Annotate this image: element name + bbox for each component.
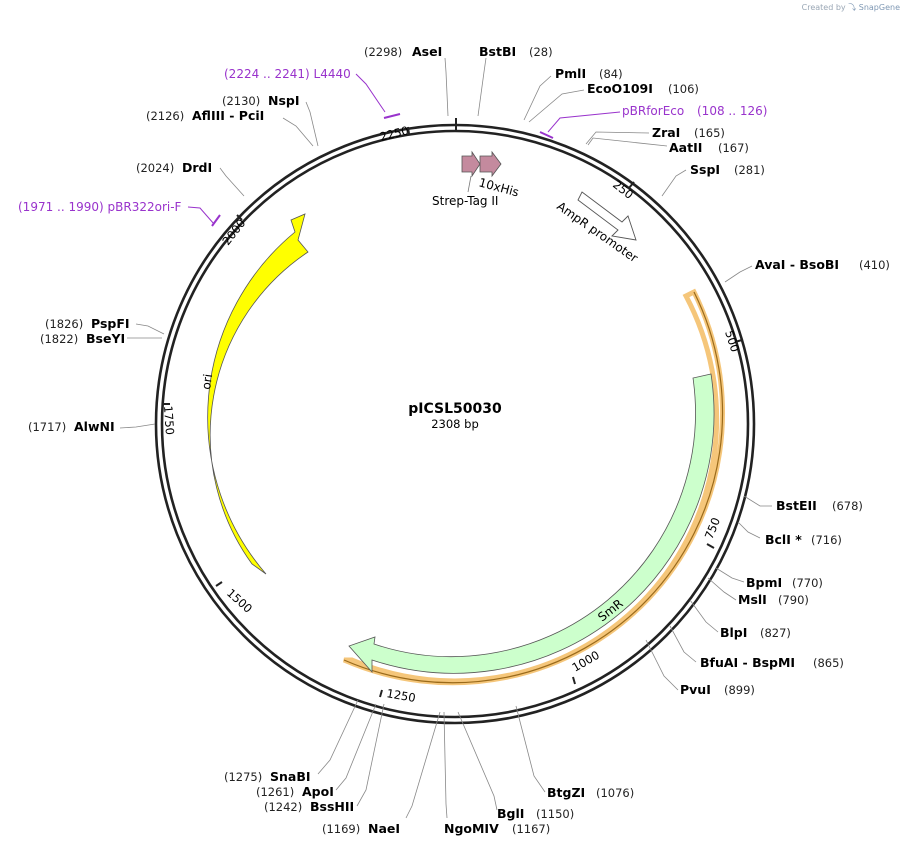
site-bfuai-pos: (865) [813, 656, 844, 670]
primer-pbrforeco-pos: (108 .. 126) [697, 104, 767, 118]
site-bseyi-name[interactable]: BseYI [86, 331, 125, 346]
site-ngomiv-pos: (1167) [512, 822, 550, 836]
smr-feature-arrow[interactable] [348, 373, 715, 674]
primer-l4440-label[interactable]: (2224 .. 2241) L4440 [224, 67, 351, 81]
site-nspi-pos: (2130) [222, 94, 260, 108]
site-bcli-pos: (716) [811, 533, 842, 547]
tick-250: 250 [610, 177, 636, 202]
site-msli-name[interactable]: MslI [738, 592, 767, 607]
site-bsshii-pos: (1242) [264, 800, 302, 814]
strep-tag-arrow[interactable] [461, 150, 481, 178]
pbrforeco-leader [547, 111, 621, 133]
site-bseyi-pos: (1822) [40, 332, 78, 346]
site-bstbi-pos: (28) [529, 45, 553, 59]
site-nspi-name[interactable]: NspI [268, 93, 300, 108]
site-eco0109i-pos: (106) [668, 82, 699, 96]
site-bcli-name[interactable]: BclI * [765, 532, 802, 547]
site-zrai-name[interactable]: ZraI [652, 125, 680, 140]
site-asei-pos: (2298) [364, 45, 402, 59]
site-blpi-name[interactable]: BlpI [720, 625, 747, 640]
site-blpi-pos: (827) [760, 626, 791, 640]
site-bgli-name[interactable]: BglI [497, 806, 524, 821]
snapgene-credit: Created by ⤵ SnapGene [802, 2, 900, 13]
strep-tag-label: Strep-Tag II [432, 194, 498, 208]
strep-leader [467, 175, 472, 193]
site-pvui-name[interactable]: PvuI [680, 682, 711, 697]
site-afliii-name[interactable]: AflIII - PciI [192, 108, 264, 123]
credit-brand: SnapGene [858, 3, 900, 12]
site-zrai-pos: (165) [694, 126, 725, 140]
primer-pbr322ori-label[interactable]: (1971 .. 1990) pBR322ori-F [18, 200, 182, 214]
site-bfuai-name[interactable]: BfuAI - BspMI [700, 655, 795, 670]
tick-750: 750 [702, 516, 723, 542]
site-aatii-pos: (167) [718, 141, 749, 155]
site-bgli-pos: (1150) [536, 807, 574, 821]
site-sspi-pos: (281) [734, 163, 765, 177]
site-ngomiv-name[interactable]: NgoMIV [444, 821, 499, 836]
site-aatii-name[interactable]: AatII [669, 140, 702, 155]
site-bstbi-name[interactable]: BstBI [479, 44, 516, 59]
site-bsteii-name[interactable]: BstEII [776, 498, 817, 513]
ampr-promoter-arrow[interactable] [577, 191, 637, 241]
site-pvui-pos: (899) [724, 683, 755, 697]
site-apoi-pos: (1261) [256, 785, 294, 799]
site-pmli-pos: (84) [599, 67, 623, 81]
his-tag-arrow[interactable] [479, 150, 502, 178]
site-asei-name[interactable]: AseI [412, 44, 442, 59]
ring-ticks [163, 118, 743, 698]
site-btgzi-name[interactable]: BtgZI [547, 785, 585, 800]
site-drdi-name[interactable]: DrdI [182, 160, 212, 175]
site-apoi-name[interactable]: ApoI [302, 784, 334, 799]
site-msli-pos: (790) [778, 593, 809, 607]
site-pspfi-pos: (1826) [45, 317, 83, 331]
site-bpmi-pos: (770) [792, 576, 823, 590]
ori-label: ori [199, 373, 215, 390]
snapgene-logo-icon: ⤵ [848, 3, 857, 12]
site-naei-name[interactable]: NaeI [368, 821, 400, 836]
pbr322ori-leader [187, 206, 215, 225]
smr-orf-core [343, 291, 724, 684]
site-sspi-name[interactable]: SspI [690, 162, 720, 177]
site-avai-name[interactable]: AvaI - BsoBI [755, 257, 839, 272]
tick-1250: 1250 [385, 686, 416, 705]
ori-feature-arrow[interactable] [207, 213, 309, 575]
site-eco0109i-name[interactable]: EcoO109I [587, 81, 653, 96]
site-pspfi-name[interactable]: PspFI [91, 316, 130, 331]
l4440-leader [355, 73, 386, 113]
credit-prefix: Created by [801, 3, 846, 12]
l4440-primer-mark [383, 113, 401, 119]
tick-2250: 2250 [378, 123, 410, 144]
site-alwni-name[interactable]: AlwNI [74, 419, 115, 434]
site-btgzi-pos: (1076) [596, 786, 634, 800]
site-bsshii-name[interactable]: BssHII [310, 799, 354, 814]
site-bpmi-name[interactable]: BpmI [746, 575, 782, 590]
site-snabi-name[interactable]: SnaBI [270, 769, 311, 784]
site-bsteii-pos: (678) [832, 499, 863, 513]
site-leader-lines [119, 57, 772, 819]
site-afliii-pos: (2126) [146, 109, 184, 123]
site-drdi-pos: (2024) [136, 161, 174, 175]
smr-orf-outline [342, 288, 725, 686]
pbrforeco-primer-mark [539, 131, 554, 139]
site-snabi-pos: (1275) [224, 770, 262, 784]
site-pmli-name[interactable]: PmlI [555, 66, 586, 81]
site-avai-pos: (410) [859, 258, 890, 272]
plasmid-size: 2308 bp [431, 417, 479, 431]
site-alwni-pos: (1717) [28, 420, 66, 434]
plasmid-name: pICSL50030 [408, 401, 502, 417]
site-naei-pos: (1169) [322, 822, 360, 836]
pbr322ori-primer-mark [211, 214, 221, 227]
tick-1750: 1750 [161, 405, 177, 435]
tick-500: 500 [722, 329, 742, 354]
primer-pbrforeco-label[interactable]: pBRforEco [622, 104, 684, 118]
